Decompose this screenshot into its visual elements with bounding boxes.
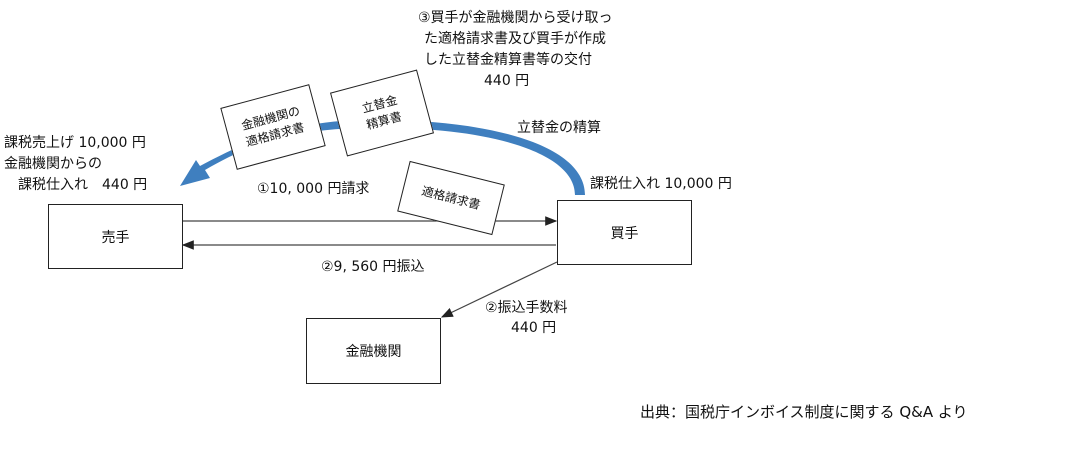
- source-citation: 出典：国税庁インボイス制度に関する Q&A より: [640, 403, 968, 421]
- seller-box: 売手: [48, 204, 183, 269]
- bank-box: 金融機関: [306, 318, 441, 384]
- settlement-label: 立替金の精算: [517, 120, 601, 136]
- step2-transfer-label: ②9, 560 円振込: [321, 259, 425, 275]
- step3-line: した立替金精算書等の交付: [424, 52, 592, 68]
- fee-amount: 440 円: [511, 320, 557, 336]
- buyer-box: 買手: [557, 200, 692, 265]
- step3-line: ③買手が金融機関から受け取っ: [418, 10, 613, 26]
- step3-amount: 440 円: [484, 73, 530, 89]
- buyer-label: 買手: [610, 225, 639, 242]
- fee-line: ②振込手数料: [485, 300, 568, 316]
- step1-label: ①10, 000 円請求: [257, 181, 370, 197]
- step3-text: ③買手が金融機関から受け取っ た適格請求書及び買手が作成 した立替金精算書等の交…: [418, 8, 613, 92]
- transfer-fee-arrow: [440, 261, 558, 318]
- seller-accounting-text: 課税売上げ 10,000 円 金融機関からの 課税仕入れ 440 円: [4, 133, 147, 196]
- bank-label: 金融機関: [345, 344, 402, 360]
- seller-line: 課税仕入れ 440 円: [18, 177, 148, 193]
- seller-line: 金融機関からの: [4, 156, 102, 172]
- buyer-purchase-label: 課税仕入れ 10,000 円: [590, 176, 732, 192]
- transfer-fee-text: ②振込手数料 440 円: [485, 298, 568, 338]
- doc-text: 適格請求書: [420, 183, 482, 212]
- step3-line: た適格請求書及び買手が作成: [424, 31, 606, 47]
- seller-label: 売手: [101, 229, 130, 246]
- seller-line: 課税売上げ 10,000 円: [4, 135, 146, 151]
